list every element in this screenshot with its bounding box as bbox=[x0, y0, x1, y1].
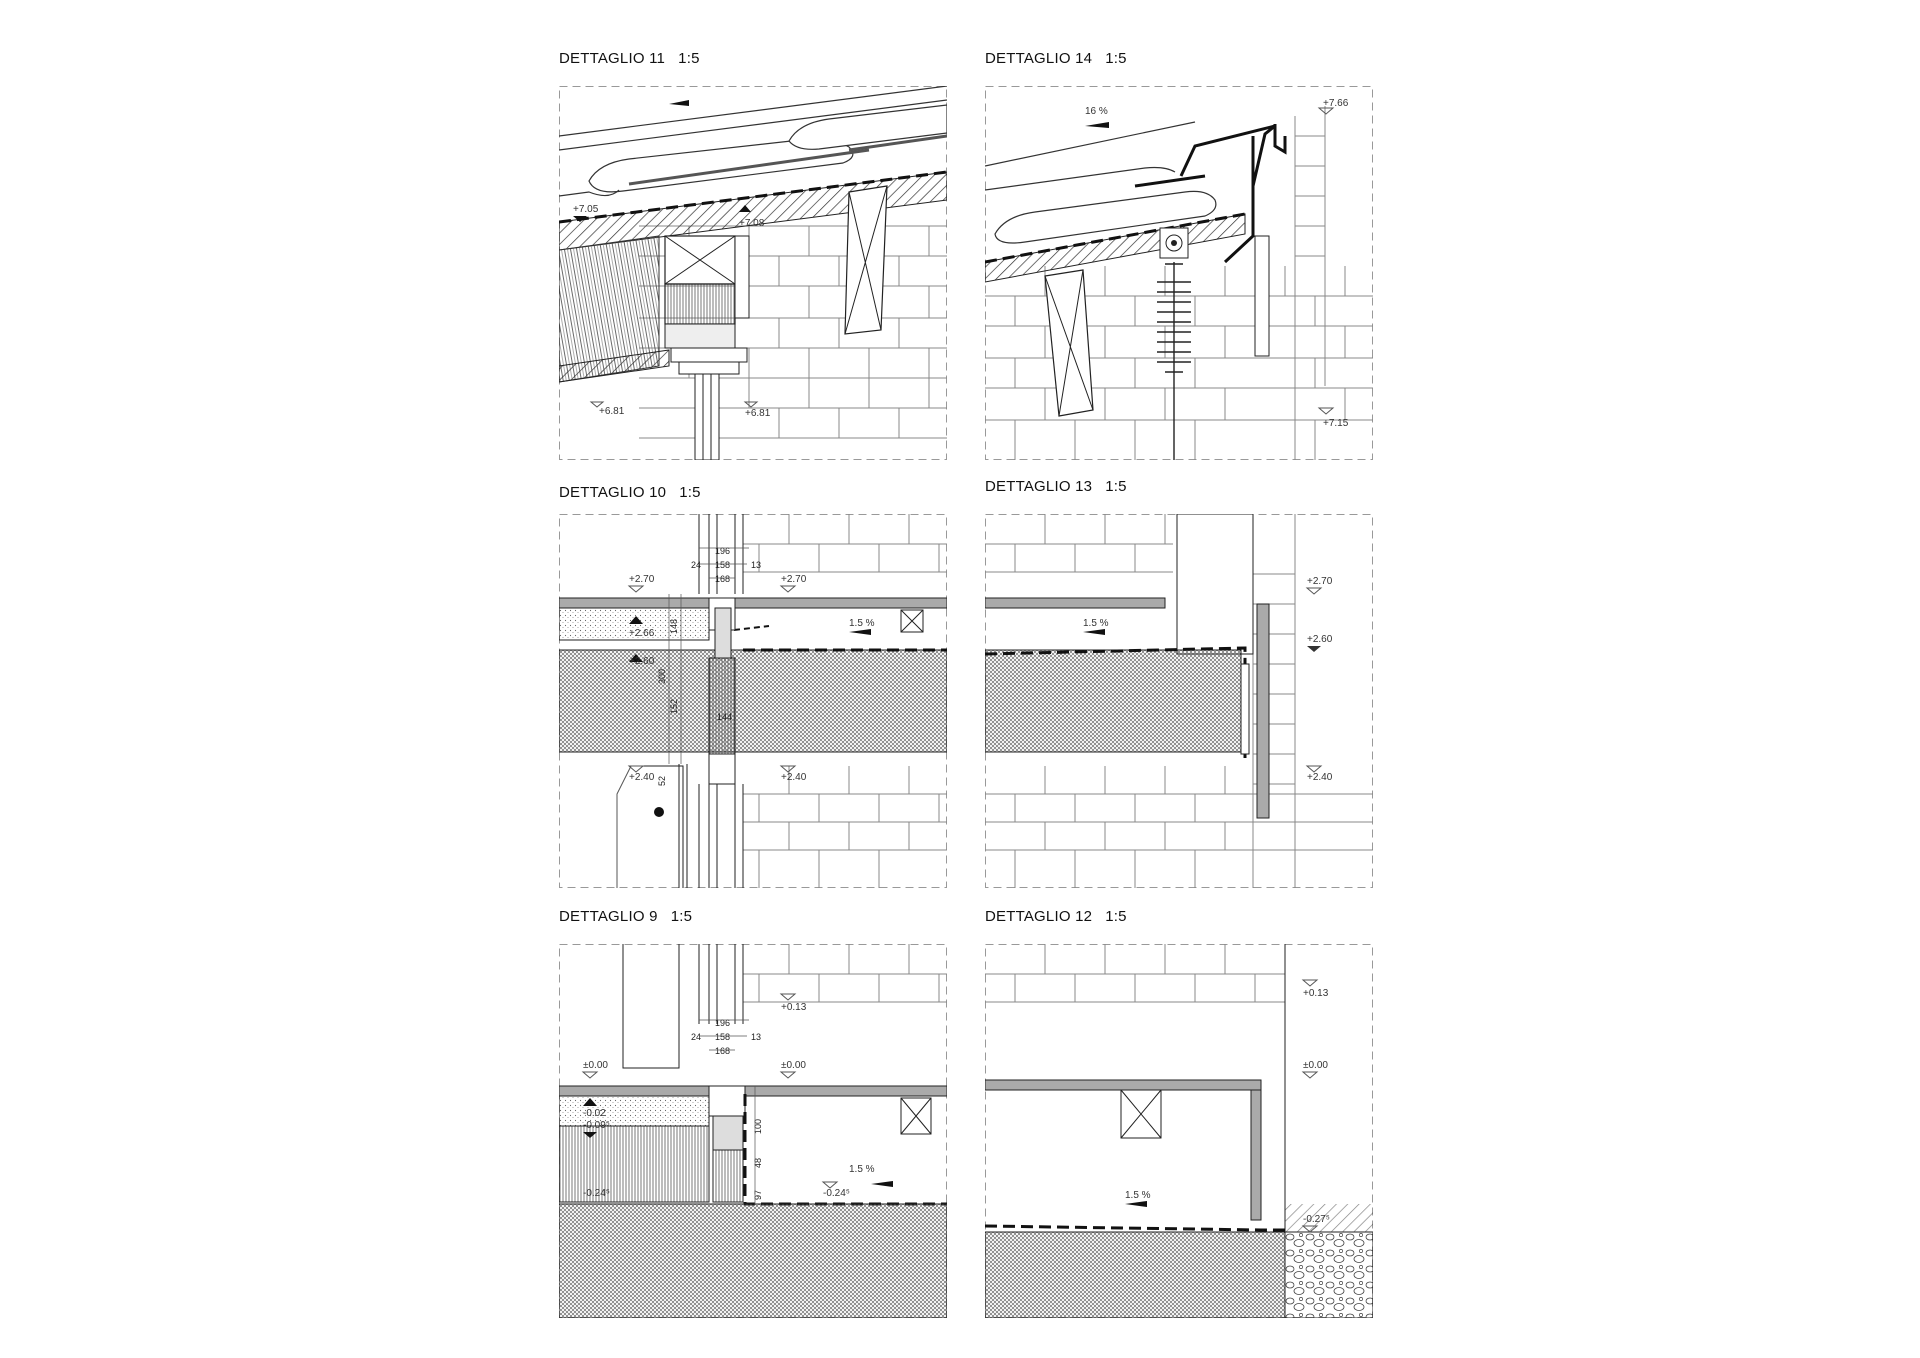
level-label: -0.02 bbox=[583, 1108, 606, 1119]
detail-12-title: DETTAGLIO 12 1:5 bbox=[985, 908, 1127, 925]
detail-14-drawing: 16 % +7.66 +7.15 bbox=[985, 86, 1373, 460]
level-label: +2.40 bbox=[781, 772, 807, 783]
detail-9-panel: 196 158 168 24 13 100 48 97 ±0.00 +0.13 … bbox=[559, 944, 947, 1318]
dimension-label: 24 bbox=[691, 1032, 701, 1042]
dimension-label: 148 bbox=[669, 619, 679, 634]
level-label: +6.81 bbox=[745, 408, 771, 419]
dimension-label: 48 bbox=[753, 1158, 763, 1168]
detail-11-panel: +7.05 +7.08 +6.81 +6.81 bbox=[559, 86, 947, 460]
level-label: +2.66 bbox=[629, 628, 655, 639]
level-label: +2.70 bbox=[1307, 576, 1333, 587]
dimension-label: 158 bbox=[715, 1032, 730, 1042]
slope-label: 1.5 % bbox=[1083, 618, 1109, 629]
level-label: +7.15 bbox=[1323, 418, 1349, 429]
level-label: +2.60 bbox=[629, 656, 655, 667]
level-label: ±0.00 bbox=[583, 1060, 608, 1071]
level-label: -0.27⁵ bbox=[1303, 1214, 1330, 1225]
dimension-label: 52 bbox=[657, 776, 667, 786]
dimension-label: 168 bbox=[715, 1046, 730, 1056]
detail-13-drawing: 1.5 % +2.70 +2.60 +2.40 bbox=[985, 514, 1373, 888]
dimension-label: 158 bbox=[715, 560, 730, 570]
level-label: +2.40 bbox=[629, 772, 655, 783]
dimension-label: 300 bbox=[657, 669, 667, 684]
level-label: +7.08 bbox=[739, 218, 765, 229]
level-label: +0.13 bbox=[1303, 988, 1329, 999]
level-label: -0.09⁵ bbox=[583, 1120, 610, 1131]
detail-9-title: DETTAGLIO 9 1:5 bbox=[559, 908, 693, 925]
dimension-label: 100 bbox=[753, 1119, 763, 1134]
dimension-label: 13 bbox=[751, 560, 761, 570]
detail-14-panel: 16 % +7.66 +7.15 bbox=[985, 86, 1373, 460]
detail-14-title: DETTAGLIO 14 1:5 bbox=[985, 50, 1127, 67]
dimension-label: 13 bbox=[751, 1032, 761, 1042]
dimension-label: 196 bbox=[715, 546, 730, 556]
dimension-label: 144 bbox=[717, 712, 732, 722]
slope-label: 1.5 % bbox=[849, 1164, 875, 1175]
dimension-label: 24 bbox=[691, 560, 701, 570]
level-label: ±0.00 bbox=[1303, 1060, 1328, 1071]
dimension-label: 97 bbox=[753, 1190, 763, 1200]
detail-10-panel: 196 158 168 24 13 148 300 152 52 144 +2.… bbox=[559, 514, 947, 888]
level-label: +2.60 bbox=[1307, 634, 1333, 645]
slope-label: 1.5 % bbox=[1125, 1190, 1151, 1201]
level-label: +0.13 bbox=[781, 1002, 807, 1013]
level-label: +7.05 bbox=[573, 204, 599, 215]
level-label: +7.66 bbox=[1323, 98, 1349, 109]
level-label: -0.24⁵ bbox=[823, 1188, 850, 1199]
level-label: +2.40 bbox=[1307, 772, 1333, 783]
dimension-label: 168 bbox=[715, 574, 730, 584]
detail-10-title: DETTAGLIO 10 1:5 bbox=[559, 484, 701, 501]
slope-label: 16 % bbox=[1085, 106, 1108, 117]
detail-11-drawing: +7.05 +7.08 +6.81 +6.81 bbox=[559, 86, 947, 460]
detail-12-panel: +0.13 ±0.00 -0.27⁵ 1.5 % bbox=[985, 944, 1373, 1318]
level-label: ±0.00 bbox=[781, 1060, 806, 1071]
detail-13-title: DETTAGLIO 13 1:5 bbox=[985, 478, 1127, 495]
detail-12-drawing: +0.13 ±0.00 -0.27⁵ 1.5 % bbox=[985, 944, 1373, 1318]
detail-13-panel: 1.5 % +2.70 +2.60 +2.40 bbox=[985, 514, 1373, 888]
level-label: +2.70 bbox=[629, 574, 655, 585]
dimension-label: 152 bbox=[669, 699, 679, 714]
level-label: +6.81 bbox=[599, 406, 625, 417]
detail-11-title: DETTAGLIO 11 1:5 bbox=[559, 50, 700, 67]
detail-9-drawing: 196 158 168 24 13 100 48 97 ±0.00 +0.13 … bbox=[559, 944, 947, 1318]
dimension-label: 196 bbox=[715, 1018, 730, 1028]
detail-10-drawing: 196 158 168 24 13 148 300 152 52 144 +2.… bbox=[559, 514, 947, 888]
slope-label: 1.5 % bbox=[849, 618, 875, 629]
level-label: +2.70 bbox=[781, 574, 807, 585]
level-label: -0.24⁵ bbox=[583, 1188, 610, 1199]
